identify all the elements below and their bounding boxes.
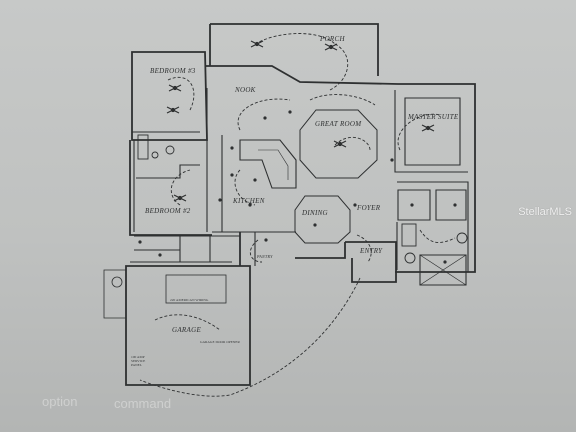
note-garage-wiring: 220 AMERICAN WIRING bbox=[170, 298, 209, 302]
garage-detail bbox=[103, 269, 227, 319]
interior-walls bbox=[130, 88, 469, 286]
label-master-suite: MASTER SUITE bbox=[408, 113, 459, 121]
wiring-lines bbox=[139, 33, 456, 397]
great-room-octagon bbox=[299, 109, 378, 179]
ceiling-fans bbox=[166, 40, 435, 202]
bath-fixtures bbox=[137, 134, 468, 264]
label-entry: ENTRY bbox=[360, 247, 383, 255]
dining-octagon bbox=[294, 195, 351, 244]
exterior-walls bbox=[125, 23, 476, 386]
label-dining: DINING bbox=[302, 209, 328, 217]
label-foyer: FOYER bbox=[357, 204, 381, 212]
label-porch: PORCH bbox=[320, 35, 345, 43]
label-bedroom-2: BEDROOM #2 bbox=[145, 207, 191, 215]
label-bedroom-3: BEDROOM #3 bbox=[150, 67, 196, 75]
label-garage: GARAGE bbox=[172, 326, 202, 334]
note-service-panel: 100 AMP SERVICE PANEL bbox=[131, 355, 146, 367]
note-garage-door: GARAGE DOOR OPENER bbox=[200, 340, 240, 344]
keyboard-option-ghost: option bbox=[42, 394, 78, 409]
stellar-mls-watermark: StellarMLS bbox=[518, 206, 572, 218]
label-great-room: GREAT ROOM bbox=[315, 120, 362, 128]
label-pantry: PANTRY bbox=[257, 254, 273, 259]
kitchen-island bbox=[239, 139, 297, 189]
keyboard-command-ghost: command bbox=[114, 396, 172, 411]
label-kitchen: KITCHEN bbox=[233, 197, 265, 205]
light-fixtures bbox=[138, 110, 457, 264]
label-nook: NOOK bbox=[235, 86, 256, 94]
